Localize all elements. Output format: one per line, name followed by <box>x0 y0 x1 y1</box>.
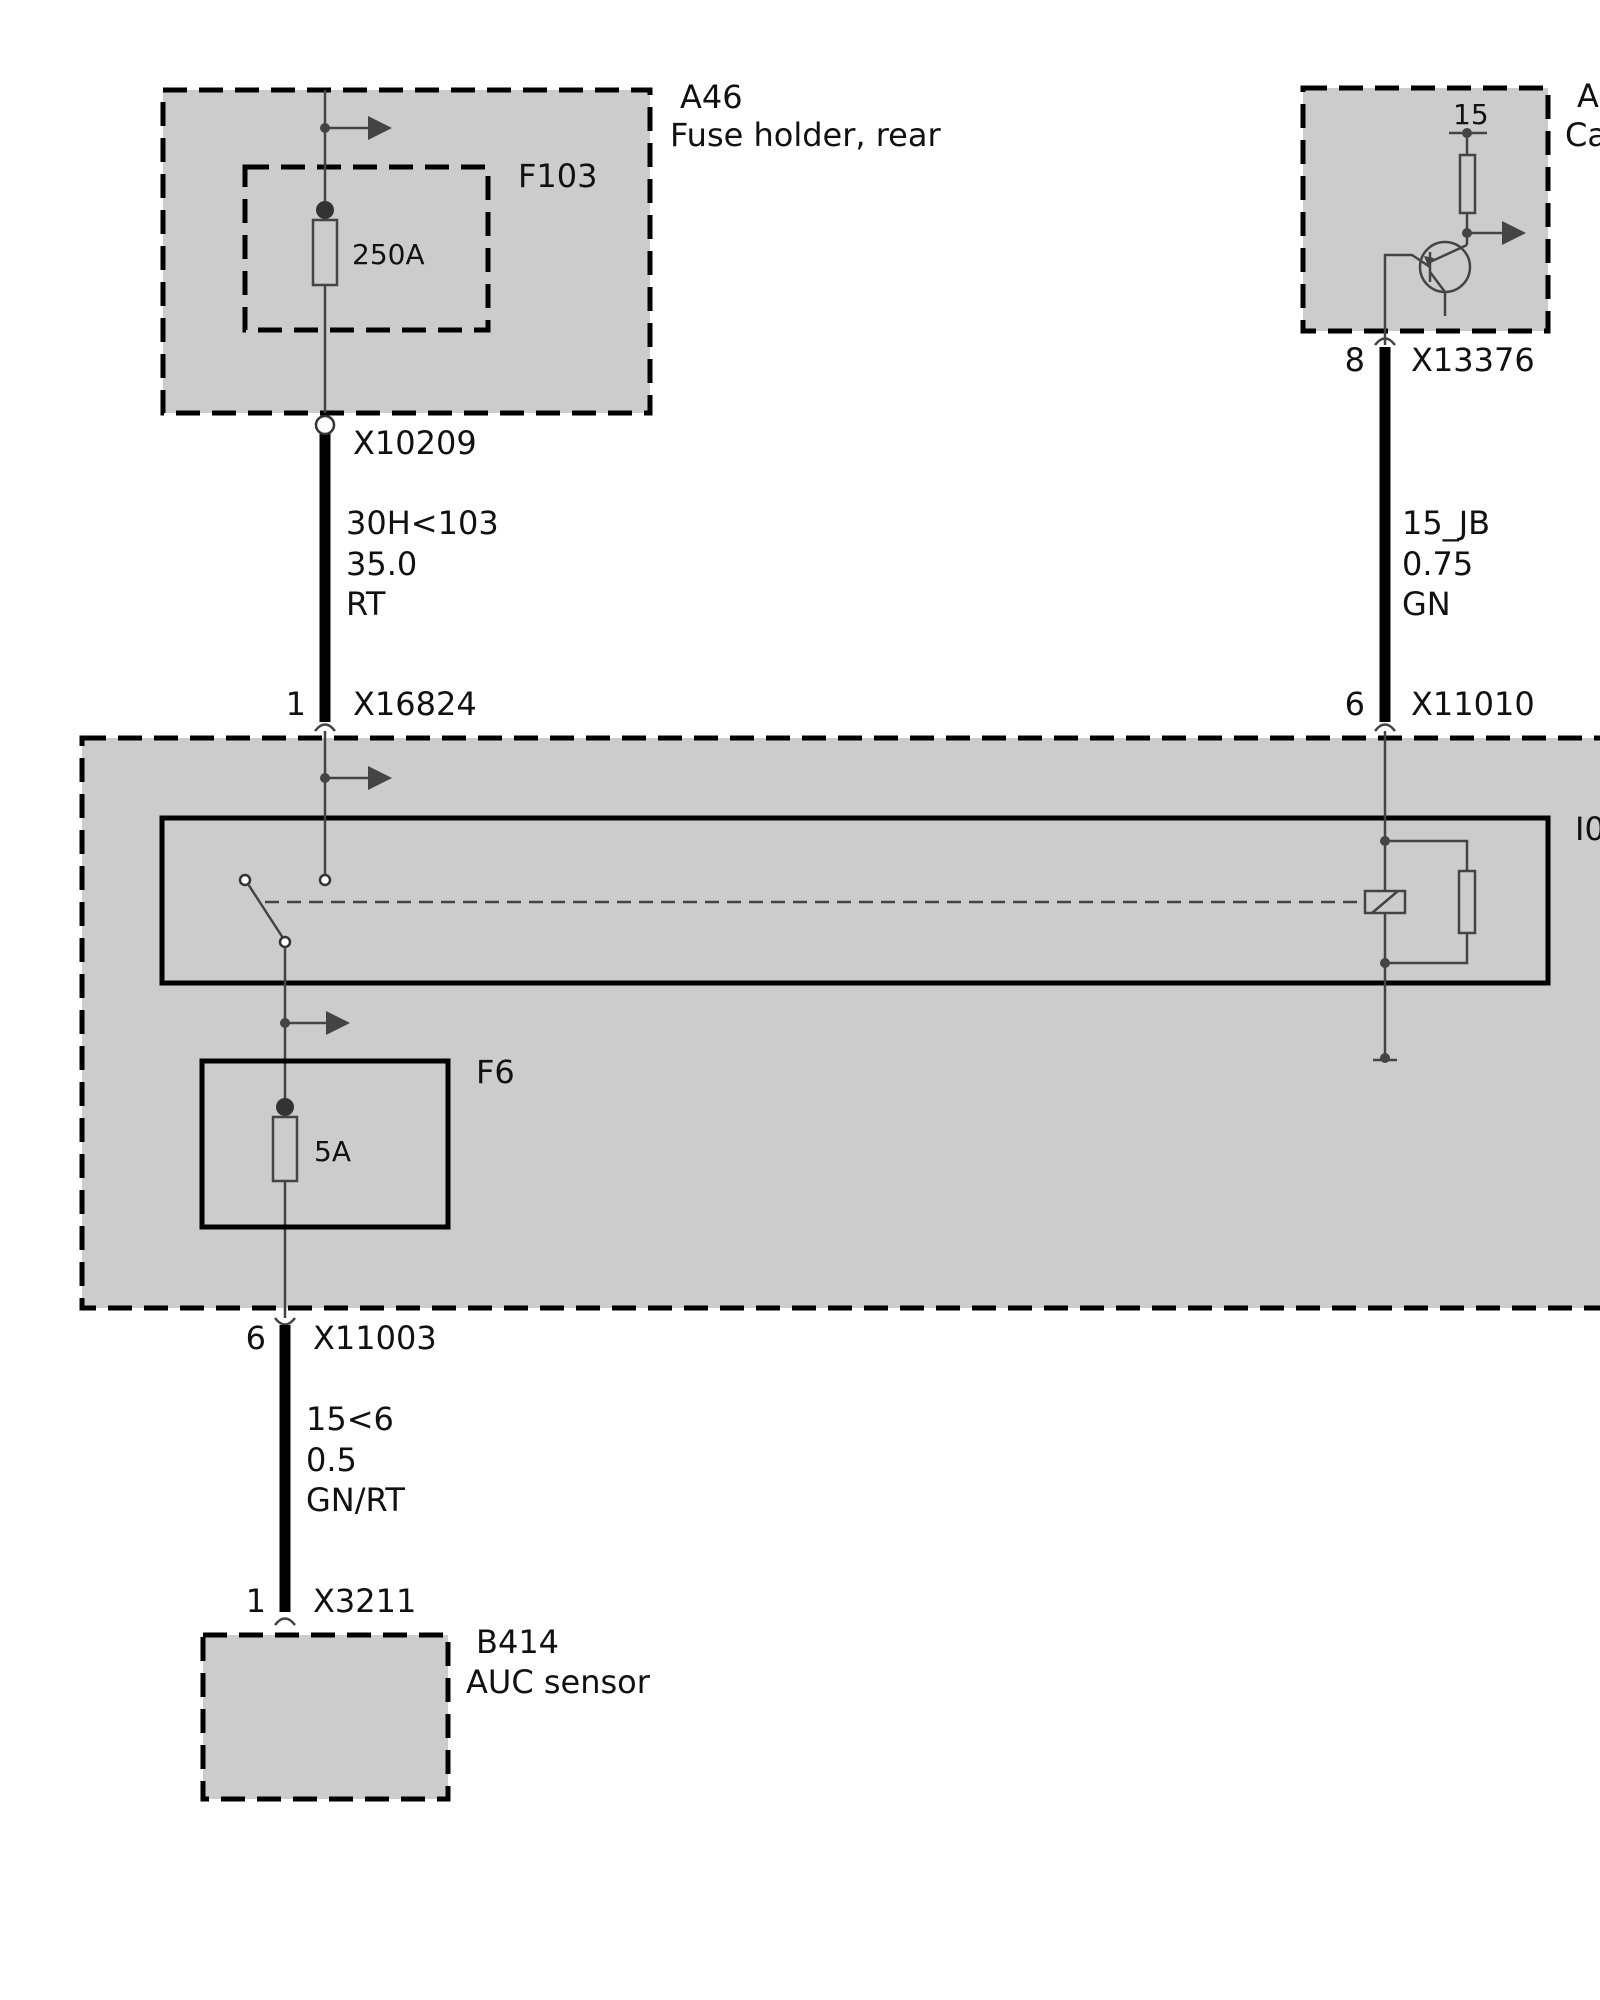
wire-15jb-section-label: 0.75 <box>1402 545 1473 583</box>
main-module-id-label: I0 <box>1575 810 1600 848</box>
wire-30h-signal-label: 30H<103 <box>346 504 499 542</box>
x3211-socket-icon <box>274 1617 296 1626</box>
f103-fuse-icon <box>311 218 339 287</box>
right-module-id-label: A <box>1577 77 1599 115</box>
b414-name-label: AUC sensor <box>466 1663 651 1701</box>
f6-fuse-junction-dot <box>276 1098 294 1116</box>
x16824-label: X16824 <box>353 685 477 723</box>
x11003-pin-label: 6 <box>246 1319 266 1357</box>
f103-junction-dot <box>316 201 334 219</box>
supply-junction-dot <box>1462 128 1472 138</box>
wire-30h-section-label: 35.0 <box>346 545 417 583</box>
right-module-name-label: Ca <box>1565 116 1600 154</box>
a46-id-label: A46 <box>680 78 743 116</box>
relay-contact-open-icon <box>238 873 252 887</box>
x16824-socket-icon <box>314 723 336 732</box>
wire-15jb-color-label: GN <box>1402 585 1451 623</box>
transistor-collector-line <box>1429 243 1468 264</box>
b414-id-label: B414 <box>476 1623 559 1661</box>
f103-rating-label: 250A <box>352 238 425 271</box>
relay-switch-blade-icon <box>246 883 285 939</box>
transistor-base-wire <box>1383 253 1431 345</box>
x10209-terminal-icon <box>314 414 336 436</box>
x11003-plug-icon <box>274 1317 296 1326</box>
x3211-pin-label: 1 <box>246 1582 266 1620</box>
b414-sensor-box <box>200 1632 451 1802</box>
transistor-emitter-line <box>1429 271 1446 293</box>
x13376-label: X13376 <box>1411 341 1535 379</box>
right-module-box <box>1300 85 1551 334</box>
x11010-socket-icon <box>1374 723 1396 732</box>
a46-continuation-arrow-icon <box>368 116 392 140</box>
wire-30h-color-label: RT <box>346 585 386 623</box>
f6-id-label: F6 <box>476 1053 515 1091</box>
right-module-supply-label: 15 <box>1453 98 1489 131</box>
x13376-socket-icon <box>1374 337 1396 346</box>
x10209-label: X10209 <box>353 424 477 462</box>
wire-15-6-signal-label: 15<6 <box>306 1400 394 1438</box>
a46-name-label: Fuse holder, rear <box>670 116 941 154</box>
ground-junction-dot <box>1380 1053 1390 1063</box>
relay-contact-fixed-icon <box>318 873 332 887</box>
right-module-arrow-icon <box>1502 221 1526 245</box>
x11003-label: X11003 <box>313 1319 437 1357</box>
right-module-resistor-icon <box>1458 153 1477 215</box>
f6-fuse-box <box>199 1058 451 1230</box>
f103-id-label: F103 <box>518 157 597 195</box>
wire-15jb-signal-label: 15_JB <box>1402 504 1490 542</box>
relay-box <box>159 815 1551 986</box>
f6-rating-label: 5A <box>314 1135 351 1168</box>
x16824-pin-label: 1 <box>286 685 306 723</box>
f103-fuse-box <box>242 164 491 333</box>
relay-coil-diagonal <box>1371 890 1399 914</box>
relay-input-arrow-icon <box>368 766 392 790</box>
wire-15-6-section-label: 0.5 <box>306 1441 357 1479</box>
f6-arrow-icon <box>326 1011 350 1035</box>
transistor-base-arrow-icon <box>1424 256 1434 266</box>
wire-15-6-color-label: GN/RT <box>306 1481 405 1519</box>
coil-resistor-icon <box>1457 869 1477 935</box>
x13376-pin-label: 8 <box>1345 341 1365 379</box>
x3211-label: X3211 <box>313 1582 416 1620</box>
relay-contact-pivot-icon <box>278 935 292 949</box>
x11010-pin-label: 6 <box>1345 685 1365 723</box>
f6-fuse-icon <box>271 1115 299 1183</box>
x11010-label: X11010 <box>1411 685 1535 723</box>
